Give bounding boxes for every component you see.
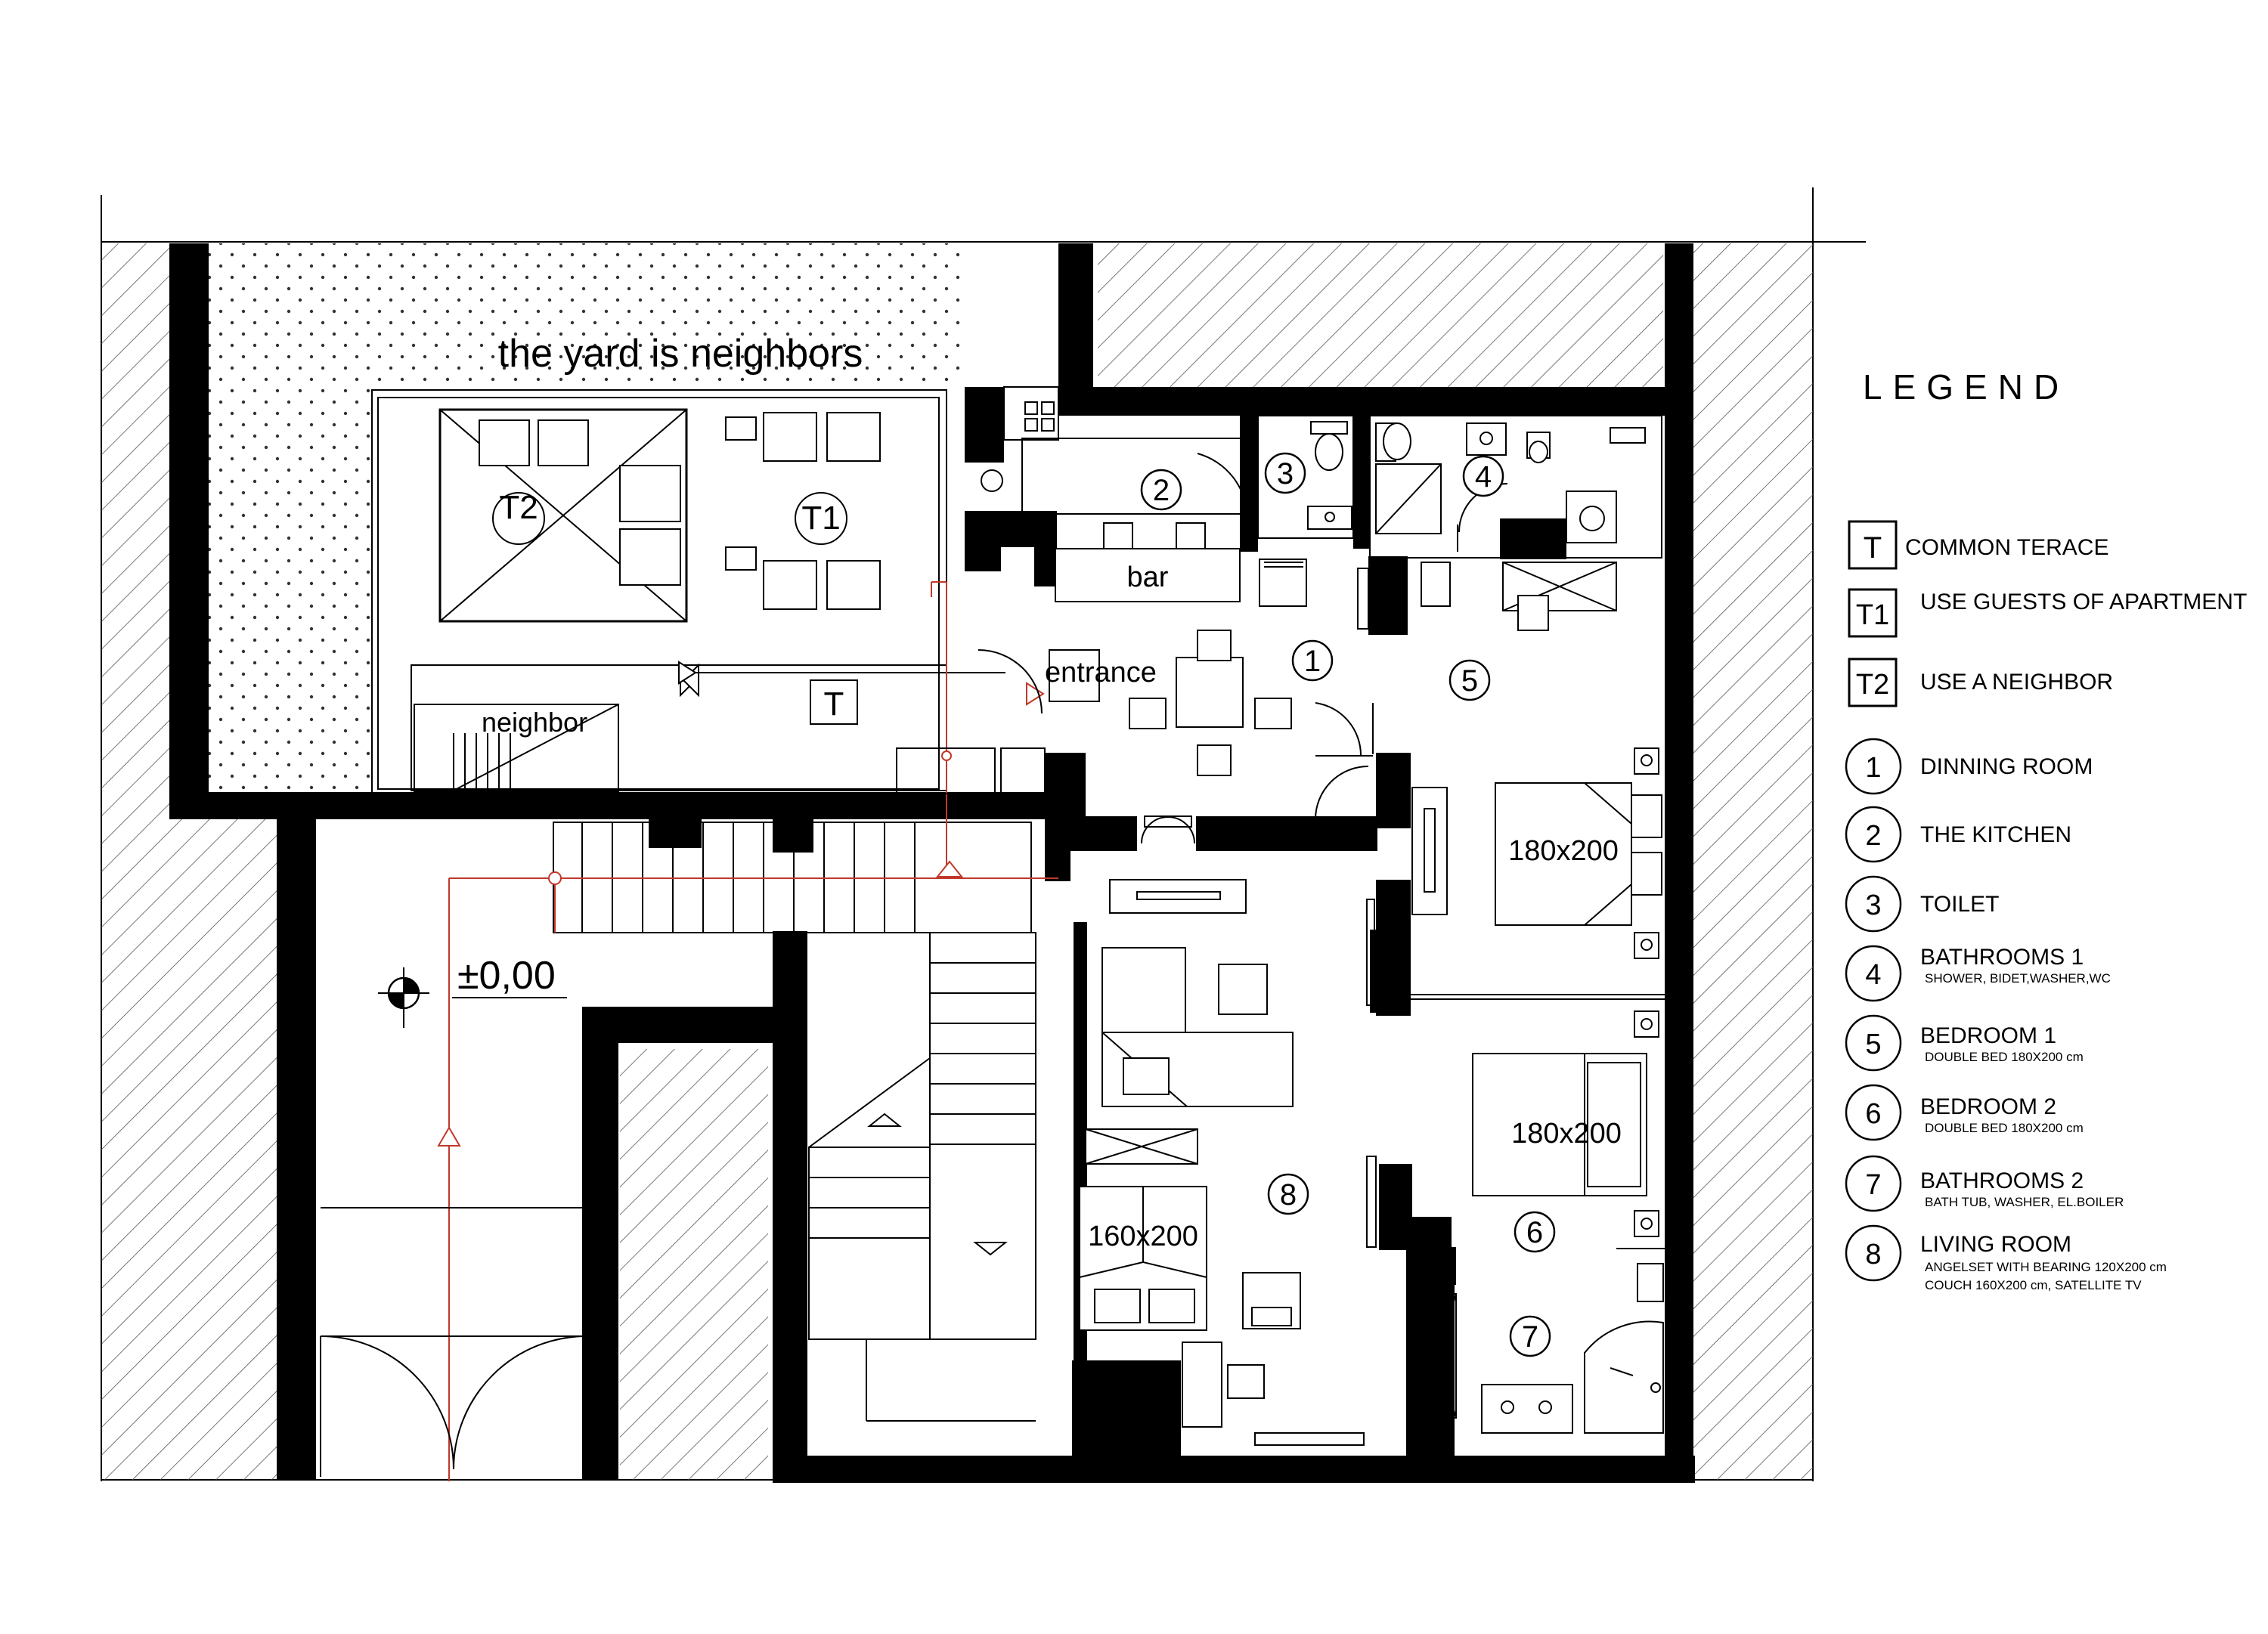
bedroom-2: 180x200 (1472, 1010, 1665, 1249)
terrace-marker-t1: T1 (801, 500, 840, 537)
room-markers: 2 3 4 1 5 6 7 8 (1140, 452, 1556, 1357)
svg-text:3: 3 (1865, 890, 1881, 921)
legend-item-7: 7 BATHROOMS 2 BATH TUB, WASHER, EL.BOILE… (1845, 1155, 2124, 1212)
entrance-label: entrance (1045, 657, 1157, 689)
legend-item-t1: T1 USE GUESTS OF APARTMENT (1848, 588, 2247, 638)
legend-label: BATHROOMS 2 (1920, 1168, 2084, 1193)
street-gate (320, 1206, 587, 1477)
living-room: 160x200 (1079, 815, 1377, 1446)
legend-sublabel: DOUBLE BED 180X200 cm (1925, 1121, 2084, 1135)
svg-text:7: 7 (1865, 1169, 1881, 1201)
legend-item-8: 8 LIVING ROOM ANGELSET WITH BEARING 120X… (1845, 1224, 2167, 1292)
level-marker: ±0,00 (378, 954, 567, 1028)
kitchen-dining-area: bar entrance (896, 386, 1374, 820)
legend-sublabel: BATH TUB, WASHER, EL.BOILER (1925, 1195, 2124, 1209)
terrace: T2 T1 T neighbor (371, 389, 1005, 796)
svg-text:T: T (1864, 531, 1882, 565)
svg-text:6: 6 (1865, 1098, 1881, 1130)
bathroom-2 (1419, 1263, 1664, 1434)
svg-text:8: 8 (1865, 1239, 1881, 1270)
legend-item-t2: T2 USE A NEIGHBOR (1848, 658, 2113, 707)
bar-label: bar (1127, 562, 1169, 593)
legend-label: COMMON TERACE (1905, 535, 2108, 560)
room-number-3: 3 (1277, 457, 1294, 491)
legend-label: USE A NEIGHBOR (1920, 670, 2113, 695)
legend-label: USE GUESTS OF APARTMENT (1920, 590, 2247, 614)
neighbor-label: neighbor (482, 707, 587, 738)
room-number-4: 4 (1475, 460, 1492, 494)
svg-text:1: 1 (1865, 752, 1881, 784)
room-number-1: 1 (1304, 645, 1321, 678)
room-number-5: 5 (1461, 664, 1478, 698)
service-lines (437, 581, 1058, 1481)
legend-item-6: 6 BEDROOM 2 DOUBLE BED 180X200 cm (1845, 1084, 2084, 1141)
legend-item-t: T COMMON TERACE (1848, 520, 2108, 570)
legend: LEGEND T COMMON TERACE T1 USE GUESTS OF … (1845, 367, 2247, 1292)
legend-item-1: 1 DINNING ROOM (1845, 738, 2093, 795)
legend-label: BEDROOM 1 (1920, 1023, 2056, 1048)
room-number-2: 2 (1153, 474, 1170, 507)
legend-sublabel: DOUBLE BED 180X200 cm (1925, 1050, 2084, 1064)
neighbor-yard: the yard is neighbors (209, 243, 965, 792)
legend-label: BEDROOM 2 (1920, 1094, 2056, 1119)
terrace-marker-t2: T2 (499, 489, 538, 526)
walls (169, 243, 1695, 1483)
svg-text:5: 5 (1865, 1029, 1881, 1060)
toilet-and-bathroom-1 (1257, 415, 1662, 559)
legend-title: LEGEND (1863, 367, 2069, 407)
legend-item-5: 5 BEDROOM 1 DOUBLE BED 180X200 cm (1845, 1014, 2084, 1072)
neighbor-hatch-areas (101, 243, 1813, 1480)
legend-label: THE KITCHEN (1920, 822, 2071, 847)
terrace-marker-t: T (824, 685, 844, 723)
legend-item-3: 3 TOILET (1845, 875, 1999, 933)
legend-sublabel: COUCH 160X200 cm, SATELLITE TV (1925, 1278, 2142, 1292)
svg-text:T2: T2 (1856, 669, 1889, 701)
bedroom2-bed-size: 180x200 (1511, 1118, 1622, 1150)
legend-item-2: 2 THE KITCHEN (1845, 806, 2071, 863)
legend-item-4: 4 BATHROOMS 1 SHOWER, BIDET,WASHER,WC (1845, 945, 2111, 1002)
bedroom1-bed-size: 180x200 (1508, 835, 1619, 867)
level-mark-label: ±0,00 (457, 954, 556, 998)
legend-sublabel: ANGELSET WITH BEARING 120X200 cm (1925, 1260, 2167, 1274)
legend-label: TOILET (1920, 892, 1999, 917)
yard-note: the yard is neighbors (498, 332, 863, 376)
living-bed-size: 160x200 (1088, 1221, 1198, 1252)
bedroom-1: 180x200 (1411, 562, 1665, 1000)
legend-label: BATHROOMS 1 (1920, 945, 2084, 970)
svg-text:T1: T1 (1856, 599, 1889, 631)
room-number-8: 8 (1280, 1178, 1297, 1212)
legend-label: LIVING ROOM (1920, 1232, 2071, 1257)
room-number-6: 6 (1526, 1216, 1543, 1249)
legend-label: DINNING ROOM (1920, 754, 2093, 779)
svg-text:4: 4 (1865, 959, 1881, 991)
svg-text:2: 2 (1865, 820, 1881, 852)
legend-sublabel: SHOWER, BIDET,WASHER,WC (1925, 971, 2111, 986)
room-number-7: 7 (1522, 1320, 1538, 1354)
